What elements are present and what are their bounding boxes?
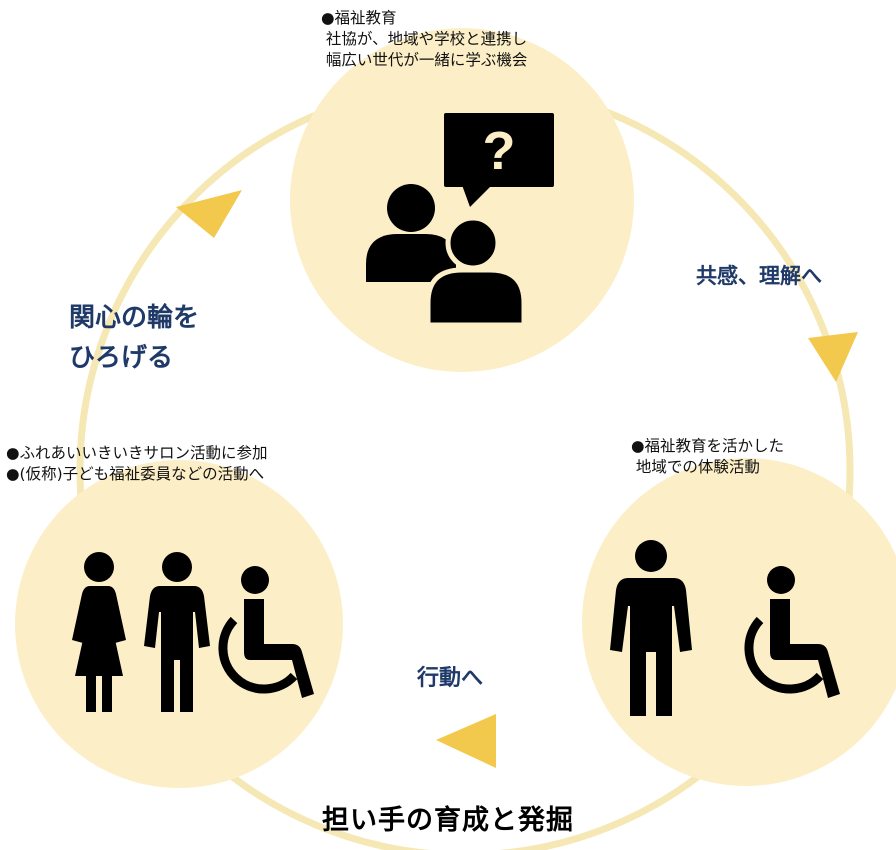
svg-text:?: ? [483, 121, 516, 181]
top-node-text: ●福祉教育 社協が、地域や学校と連携し 幅広い世代が一緒に学ぶ機会 [321, 9, 528, 69]
label-top-to-right: 共感、理解へ [696, 264, 822, 288]
label-left-to-top: 関心の輪を ひろげる [69, 303, 200, 373]
right-node-circle [582, 458, 896, 786]
diagram-caption: 担い手の育成と発掘 [322, 805, 574, 836]
left-node-text: ●ふれあいいきいきサロン活動に参加 ●(仮称)子ども福祉委員などの活動へ [6, 444, 268, 483]
arrow-to-right-node [808, 332, 858, 382]
two-people-talking-question-icon: ? [366, 113, 554, 328]
right-node-text: ●福祉教育を活かした 地域での体験活動 [631, 437, 785, 476]
arrow-to-left-node [436, 714, 496, 768]
arrow-to-top-node [176, 190, 242, 238]
label-right-to-left: 行動へ [417, 666, 484, 691]
woman-man-wheelchair-user-icon [72, 552, 314, 712]
person-and-wheelchair-user-icon [610, 540, 840, 716]
